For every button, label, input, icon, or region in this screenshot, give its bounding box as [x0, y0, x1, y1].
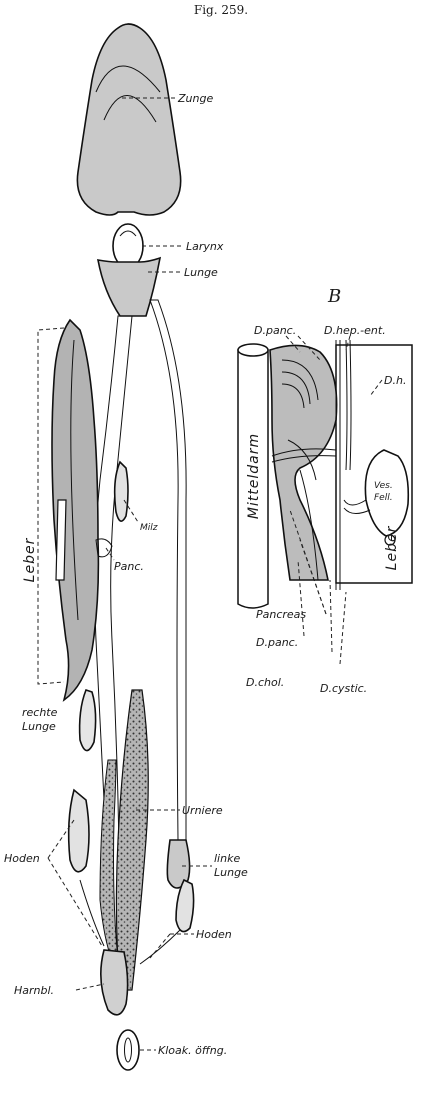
label-pancreas: Pancreas [256, 608, 306, 621]
label-d-chol: D.chol. [246, 676, 284, 689]
pancreas-mass [270, 345, 337, 580]
label-milz: Milz [140, 523, 158, 533]
figure-number: Fig. 259. [194, 3, 248, 17]
label-linke: linke [214, 852, 240, 865]
left-bronchus [150, 300, 186, 840]
mesonephros [116, 690, 148, 990]
label-leber-b: Leber [384, 525, 400, 570]
label-d-cystic: D.cystic. [320, 682, 367, 695]
liver-strip [56, 500, 66, 580]
panel-b-letter: B [327, 286, 341, 307]
label-hoden-left: Hoden [4, 852, 40, 865]
label-kloak: Kloak. öffng. [158, 1044, 227, 1057]
label-linke-lunge: Lunge [214, 866, 248, 879]
label-panc: Panc. [114, 560, 144, 573]
label-leber-vertical: Leber [22, 537, 38, 582]
panel-a: A [4, 24, 248, 1070]
label-rechte-lunge: Lunge [22, 720, 56, 733]
label-d-hep-ent: D.hep.-ent. [324, 324, 386, 337]
label-hoden-right: Hoden [196, 928, 232, 941]
tongue-shape [77, 24, 180, 215]
label-harnbl: Harnbl. [14, 984, 54, 997]
label-fell: Fell. [374, 493, 393, 503]
label-d-h: D.h. [384, 374, 406, 387]
label-zunge: Zunge [177, 92, 213, 105]
label-urniere: Urniere [182, 804, 223, 817]
label-rechte: rechte [22, 706, 58, 719]
panel-b: B D.panc. [238, 286, 412, 695]
label-lunge: Lunge [184, 266, 218, 279]
spleen-shape [115, 462, 128, 521]
label-d-panc-top: D.panc. [254, 324, 296, 337]
bladder [101, 950, 128, 1015]
right-lung [80, 690, 96, 751]
label-d-panc-bottom: D.panc. [256, 636, 298, 649]
label-larynx: Larynx [186, 240, 224, 253]
label-mitteldarm: Mitteldarm [246, 433, 262, 519]
label-ves: Ves. [374, 481, 393, 491]
mesonephros-left [100, 760, 118, 960]
lung-bifurcation [98, 258, 160, 316]
testis-left [69, 790, 89, 872]
